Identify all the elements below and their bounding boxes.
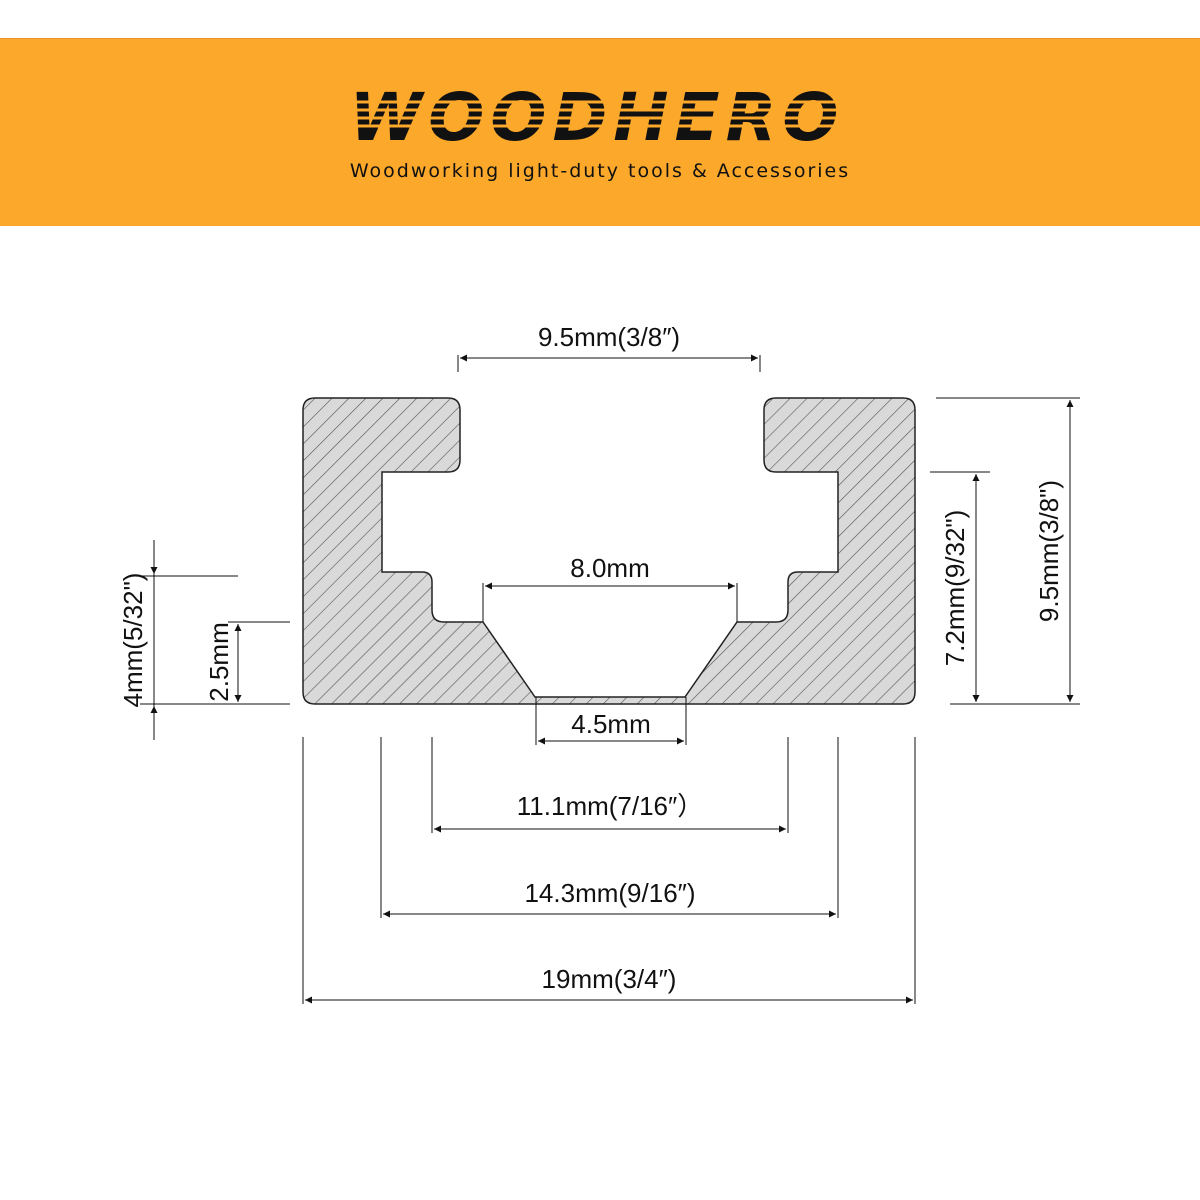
t-track-profile [302,397,916,705]
dim-height-inner: 7.2mm(9/32") [940,510,970,667]
brand-name: WOODHERO [349,80,844,152]
brand-tagline: Woodworking light-duty tools & Accessori… [349,160,851,182]
dim-height-countersink: 2.5mm [204,622,234,701]
dim-width-mid: 14.3mm(9/16″) [524,878,695,908]
dim-bottom-slot: 4.5mm [571,709,650,739]
dim-height-total: 9.5mm(3/8") [1034,480,1064,622]
brand-banner [0,38,1200,226]
dim-top-opening: 9.5mm(3/8″) [538,322,680,352]
dim-inner-top: 8.0mm [570,553,649,583]
woodhero-logo: WOODHERO [312,80,882,152]
dim-width-total: 19mm(3/4″) [542,964,677,994]
dim-width-inner: 11.1mm(7/16″） [517,791,703,821]
dim-height-base: 4mm(5/32") [118,573,148,708]
